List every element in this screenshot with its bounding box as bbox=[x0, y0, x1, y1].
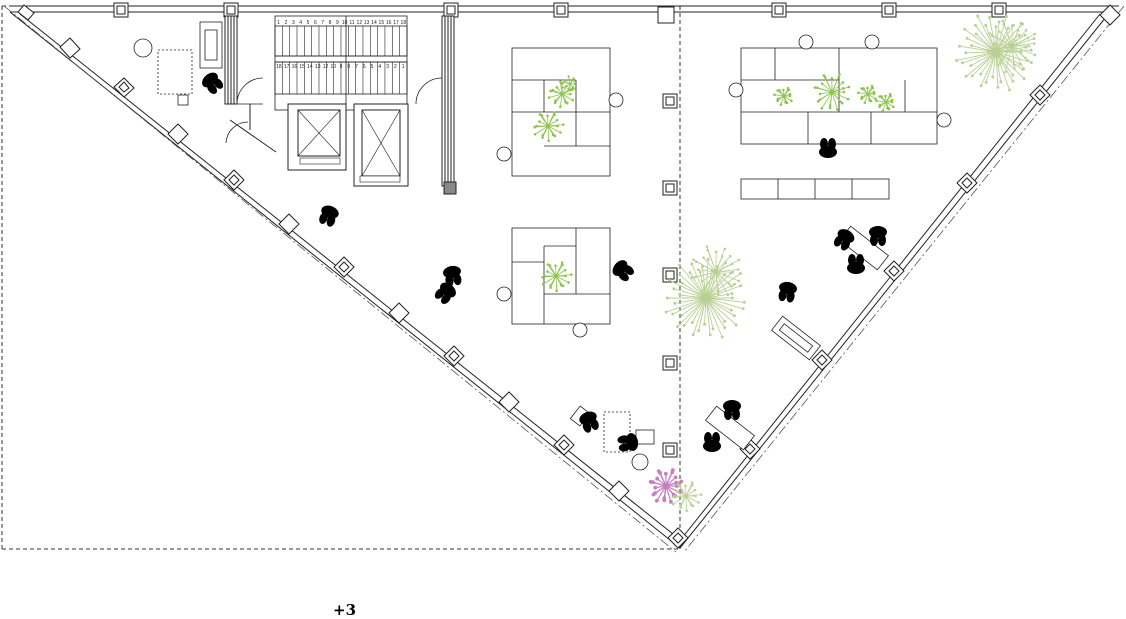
stair-number: 18 bbox=[401, 20, 407, 26]
stair-number: 4 bbox=[378, 64, 381, 70]
stair-number: 9 bbox=[336, 20, 339, 26]
stair-number: 12 bbox=[323, 64, 329, 70]
stair-number: 16 bbox=[292, 64, 298, 70]
stair-number: 3 bbox=[292, 20, 295, 26]
side-table bbox=[134, 22, 222, 105]
stair-number: 10 bbox=[342, 20, 348, 26]
stair-number: 14 bbox=[371, 20, 377, 26]
stair-number: 9 bbox=[340, 64, 343, 70]
stair-number: 5 bbox=[307, 20, 310, 26]
stair-number: 8 bbox=[347, 64, 350, 70]
plant bbox=[956, 15, 1035, 91]
stair-number: 14 bbox=[307, 64, 313, 70]
stair-number: 7 bbox=[355, 64, 358, 70]
stair-number: 6 bbox=[314, 20, 317, 26]
stair-number: 2 bbox=[285, 20, 288, 26]
stair-number: 8 bbox=[329, 20, 332, 26]
stair-number: 11 bbox=[349, 20, 354, 26]
stair-number: 17 bbox=[284, 64, 290, 70]
stair-number: 7 bbox=[321, 20, 324, 26]
stair-number: 3 bbox=[386, 64, 389, 70]
stair-number: 6 bbox=[363, 64, 366, 70]
lifts bbox=[288, 104, 408, 186]
floor-level-label: +3 bbox=[333, 601, 356, 619]
bench-row bbox=[741, 179, 889, 199]
stair-number: 15 bbox=[379, 20, 385, 26]
stair-number: 10 bbox=[330, 64, 336, 70]
stair-number: 1 bbox=[402, 64, 405, 70]
stair-number: 13 bbox=[364, 20, 370, 26]
stair-number: 13 bbox=[315, 64, 321, 70]
desk-cluster-upper bbox=[497, 48, 623, 176]
stair-number: 12 bbox=[357, 20, 363, 26]
stair-number: 5 bbox=[371, 64, 374, 70]
stair-number: 18 bbox=[276, 64, 282, 70]
desk-cluster-lower bbox=[497, 228, 610, 337]
stair-number: 2 bbox=[394, 64, 397, 70]
stair-number: 17 bbox=[393, 20, 399, 26]
stair-number: 15 bbox=[299, 64, 305, 70]
stair-number: 1 bbox=[277, 20, 280, 26]
stair-number: 4 bbox=[299, 20, 302, 26]
stair-number: 16 bbox=[386, 20, 392, 26]
plant bbox=[649, 469, 682, 503]
